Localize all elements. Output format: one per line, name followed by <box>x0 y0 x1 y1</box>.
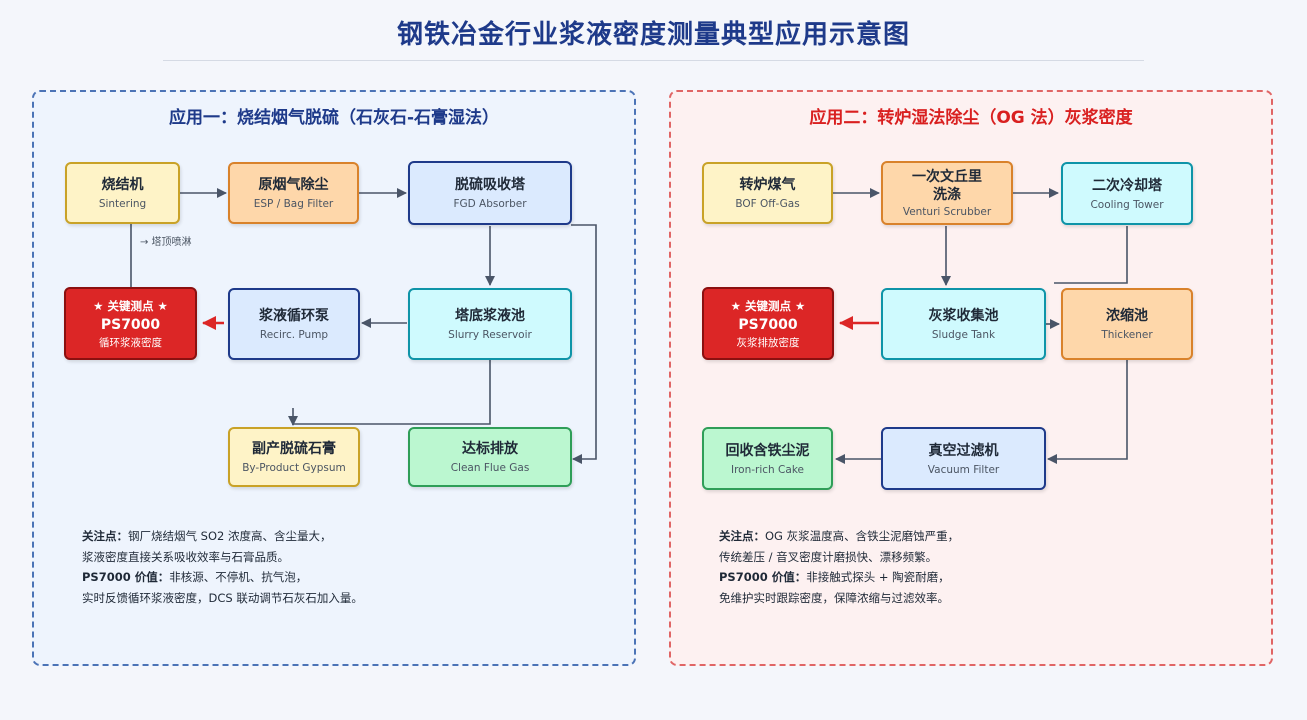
node-gypsum-sublabel: By-Product Gypsum <box>242 462 346 474</box>
node-left-ps7000: ★ 关键测点 ★ PS7000 循环浆液密度 <box>64 287 197 360</box>
node-right-ps7000-label: PS7000 <box>738 316 798 333</box>
node-iron-cake: 回收含铁尘泥 Iron-rich Cake <box>702 427 833 490</box>
node-cooling-label: 二次冷却塔 <box>1092 177 1162 194</box>
node-reservoir-label: 塔底浆液池 <box>455 308 525 324</box>
node-sintering: 烧结机 Sintering <box>65 162 180 224</box>
node-left-ps7000-sublabel: 循环浆液密度 <box>99 336 162 349</box>
node-vacuum-filter: 真空过滤机 Vacuum Filter <box>881 427 1046 490</box>
node-esp-label: 原烟气除尘 <box>258 177 329 193</box>
node-sintering-label: 烧结机 <box>101 177 144 193</box>
node-sludge-label: 灰浆收集池 <box>928 308 999 324</box>
right-note-value-label: PS7000 价值： <box>719 570 807 584</box>
page-title: 钢铁冶金行业浆液密度测量典型应用示意图 <box>396 20 910 50</box>
edge-reservoir-gypsum <box>292 360 491 425</box>
node-sintering-sublabel: Sintering <box>98 198 147 210</box>
node-cake-label: 回收含铁尘泥 <box>725 442 810 459</box>
key-point-badge: ★ 关键测点 ★ <box>93 298 168 313</box>
node-thickener-label: 浓缩池 <box>1106 308 1148 324</box>
node-cake-sublabel: Iron-rich Cake <box>731 463 804 476</box>
left-note-value-label: PS7000 价值： <box>82 570 170 584</box>
node-flue-sublabel: Clean Flue Gas <box>450 462 530 474</box>
node-sludge-sublabel: Sludge Tank <box>931 329 996 341</box>
edge-thickener-vacuum <box>1047 360 1128 464</box>
left-note-line4: 实时反馈循环浆液密度，DCS 联动调节石灰石加入量。 <box>82 590 363 605</box>
node-esp-sublabel: ESP / Bag Filter <box>253 198 334 210</box>
node-fgd-sublabel: FGD Absorber <box>453 198 527 210</box>
node-right-ps7000-sublabel: 灰浆排放密度 <box>736 336 800 349</box>
node-fgd-label: 脱硫吸收塔 <box>455 177 525 193</box>
right-notes: 关注点：OG 灰浆温度高、含铁尘泥磨蚀严重， 传统差压 / 音叉密度计磨损快、漂… <box>719 526 1239 608</box>
node-bof-sublabel: BOF Off-Gas <box>735 198 800 210</box>
right-note-line2: 传统差压 / 音叉密度计磨损快、漂移频繁。 <box>719 549 938 564</box>
edge-fgd-flue <box>571 224 597 464</box>
left-note-focus-label: 关注点： <box>82 529 128 543</box>
node-cooling-sublabel: Cooling Tower <box>1090 198 1164 211</box>
node-vacuum-label: 真空过滤机 <box>928 442 999 459</box>
node-venturi-sublabel: Venturi Scrubber <box>902 206 992 218</box>
right-panel-title: 应用二：转炉湿法除尘（OG 法）灰浆密度 <box>809 108 1133 128</box>
right-note-line4: 免维护实时跟踪密度，保障浓缩与过滤效率。 <box>719 590 949 605</box>
left-note-line2: 浆液密度直接关系吸收效率与石膏品质。 <box>82 549 289 564</box>
node-right-ps7000: ★ 关键测点 ★ PS7000 灰浆排放密度 <box>702 287 834 360</box>
node-venturi-label-line1: 一次文丘里 <box>912 169 982 185</box>
node-flue-label: 达标排放 <box>462 441 518 457</box>
node-venturi-scrubber: 一次文丘里 洗涤 Venturi Scrubber <box>881 161 1013 225</box>
right-note-line1: 关注点：OG 灰浆温度高、含铁尘泥磨蚀严重， <box>719 526 1239 547</box>
node-clean-flue-gas: 达标排放 Clean Flue Gas <box>408 427 572 487</box>
node-esp: 原烟气除尘 ESP / Bag Filter <box>228 162 359 224</box>
node-slurry-reservoir: 塔底浆液池 Slurry Reservoir <box>408 288 572 360</box>
node-sludge-tank: 灰浆收集池 Sludge Tank <box>881 288 1046 360</box>
key-point-badge-right: ★ 关键测点 ★ <box>730 298 806 313</box>
right-note-focus-label: 关注点： <box>719 529 765 543</box>
node-gypsum: 副产脱硫石膏 By-Product Gypsum <box>228 427 360 487</box>
node-bof-label: 转炉煤气 <box>739 177 796 193</box>
node-left-ps7000-label: PS7000 <box>100 316 161 333</box>
node-gypsum-label: 副产脱硫石膏 <box>252 441 336 457</box>
left-notes: 关注点：钢厂烧结烟气 SO2 浓度高、含尘量大， 浆液密度直接关系吸收效率与石膏… <box>82 526 602 608</box>
right-note-focus-text: OG 灰浆温度高、含铁尘泥磨蚀严重， <box>765 529 960 543</box>
node-cooling-tower: 二次冷却塔 Cooling Tower <box>1061 162 1193 225</box>
node-venturi-label-line2: 洗涤 <box>933 187 961 203</box>
node-pump-label: 浆液循环泵 <box>259 308 329 324</box>
left-note-focus-text: 钢厂烧结烟气 SO2 浓度高、含尘量大， <box>128 529 332 543</box>
node-pump-sublabel: Recirc. Pump <box>259 329 329 341</box>
node-vacuum-sublabel: Vacuum Filter <box>927 463 1000 476</box>
left-note-line3: PS7000 价值：非核源、不停机、抗气泡， <box>82 567 602 588</box>
node-recirc-pump: 浆液循环泵 Recirc. Pump <box>228 288 360 360</box>
left-panel-title: 应用一：烧结烟气脱硫（石灰石-石膏湿法） <box>168 108 500 128</box>
node-bof-offgas: 转炉煤气 BOF Off-Gas <box>702 162 833 224</box>
right-note-line3: PS7000 价值：非接触式探头 + 陶瓷耐磨， <box>719 567 1239 588</box>
node-reservoir-sublabel: Slurry Reservoir <box>448 329 532 341</box>
edge-cooling-thickener <box>1054 226 1128 284</box>
right-note-value-text: 非接触式探头 + 陶瓷耐磨， <box>806 570 950 584</box>
title-divider <box>163 60 1144 61</box>
node-thickener: 浓缩池 Thickener <box>1061 288 1193 360</box>
node-fgd-absorber: 脱硫吸收塔 FGD Absorber <box>408 161 572 225</box>
left-note-line1: 关注点：钢厂烧结烟气 SO2 浓度高、含尘量大， <box>82 526 602 547</box>
spray-note: → 塔顶喷淋 <box>140 237 192 248</box>
left-note-value-text: 非核源、不停机、抗气泡， <box>169 570 308 584</box>
node-thickener-sublabel: Thickener <box>1101 329 1153 341</box>
